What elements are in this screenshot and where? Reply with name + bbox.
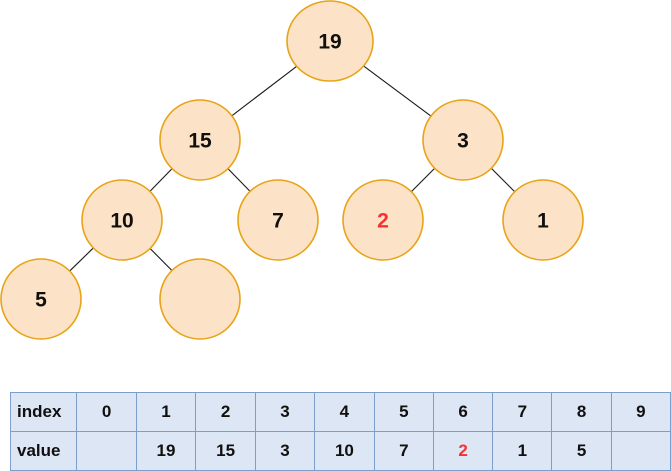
node-circle — [502, 179, 584, 261]
table-cell-value-3[interactable]: 3 — [254, 431, 316, 471]
table-cell-value-4[interactable]: 10 — [314, 431, 375, 471]
tree-node-19[interactable]: 19 — [286, 0, 374, 82]
node-circle — [159, 99, 241, 181]
node-label: 10 — [110, 210, 133, 233]
node-circle — [159, 258, 241, 340]
table-cell-index-1[interactable]: 1 — [135, 392, 197, 432]
tree-edge — [363, 65, 432, 117]
table-cell-value-5[interactable]: 7 — [373, 431, 434, 471]
tree-edge — [149, 168, 173, 192]
table-cell-index-8[interactable]: 8 — [551, 392, 612, 432]
tree-node-15[interactable]: 15 — [159, 99, 241, 181]
table-cell-index-7[interactable]: 7 — [492, 392, 553, 432]
tree-node-7[interactable]: 7 — [237, 179, 319, 261]
node-circle — [237, 179, 319, 261]
tree-node-2[interactable]: 2 — [342, 179, 424, 261]
tree-node-3[interactable]: 3 — [422, 99, 504, 181]
table-cell-value-0[interactable] — [76, 431, 137, 471]
table-cell-value-8[interactable]: 5 — [551, 431, 612, 471]
table-cell-index-3[interactable]: 3 — [254, 392, 316, 432]
tree-node-10[interactable]: 10 — [81, 179, 163, 261]
tree-node-empty[interactable] — [159, 258, 241, 340]
tree-edge — [490, 167, 516, 193]
node-label: 3 — [457, 130, 469, 153]
table-cell-value-9[interactable] — [610, 431, 671, 471]
table-cell-index-2[interactable]: 2 — [195, 392, 256, 432]
tree-edge — [69, 247, 94, 272]
tree-node-1[interactable]: 1 — [502, 179, 584, 261]
tree-edges — [69, 65, 516, 272]
tree-edge — [227, 168, 251, 192]
node-circle — [286, 0, 374, 82]
tree-node-5[interactable]: 5 — [0, 258, 82, 340]
table-cell-value-6[interactable]: 2 — [432, 431, 494, 471]
node-label: 2 — [377, 210, 389, 233]
row-label-index: index — [9, 392, 78, 432]
tree-edge — [149, 248, 173, 271]
node-circle — [342, 179, 424, 261]
table-cell-value-1[interactable]: 19 — [135, 431, 197, 471]
tree-edge — [231, 65, 298, 117]
node-label: 5 — [35, 289, 47, 312]
table-cell-index-5[interactable]: 5 — [373, 392, 434, 432]
node-label: 1 — [537, 210, 549, 233]
table-cell-index-0[interactable]: 0 — [76, 392, 137, 432]
node-circle — [0, 258, 82, 340]
table-cell-value-2[interactable]: 15 — [195, 431, 256, 471]
row-label-value: value — [9, 431, 78, 471]
node-circle — [81, 179, 163, 261]
node-label: 7 — [272, 210, 284, 233]
node-label: 15 — [188, 130, 212, 153]
table-cell-index-6[interactable]: 6 — [432, 392, 494, 432]
table-cell-index-9[interactable]: 9 — [610, 392, 671, 432]
tree-edge — [410, 167, 436, 193]
node-circle — [422, 99, 504, 181]
table-cell-index-4[interactable]: 4 — [314, 392, 375, 432]
node-label: 19 — [318, 31, 341, 54]
table-cell-value-7[interactable]: 1 — [492, 431, 553, 471]
